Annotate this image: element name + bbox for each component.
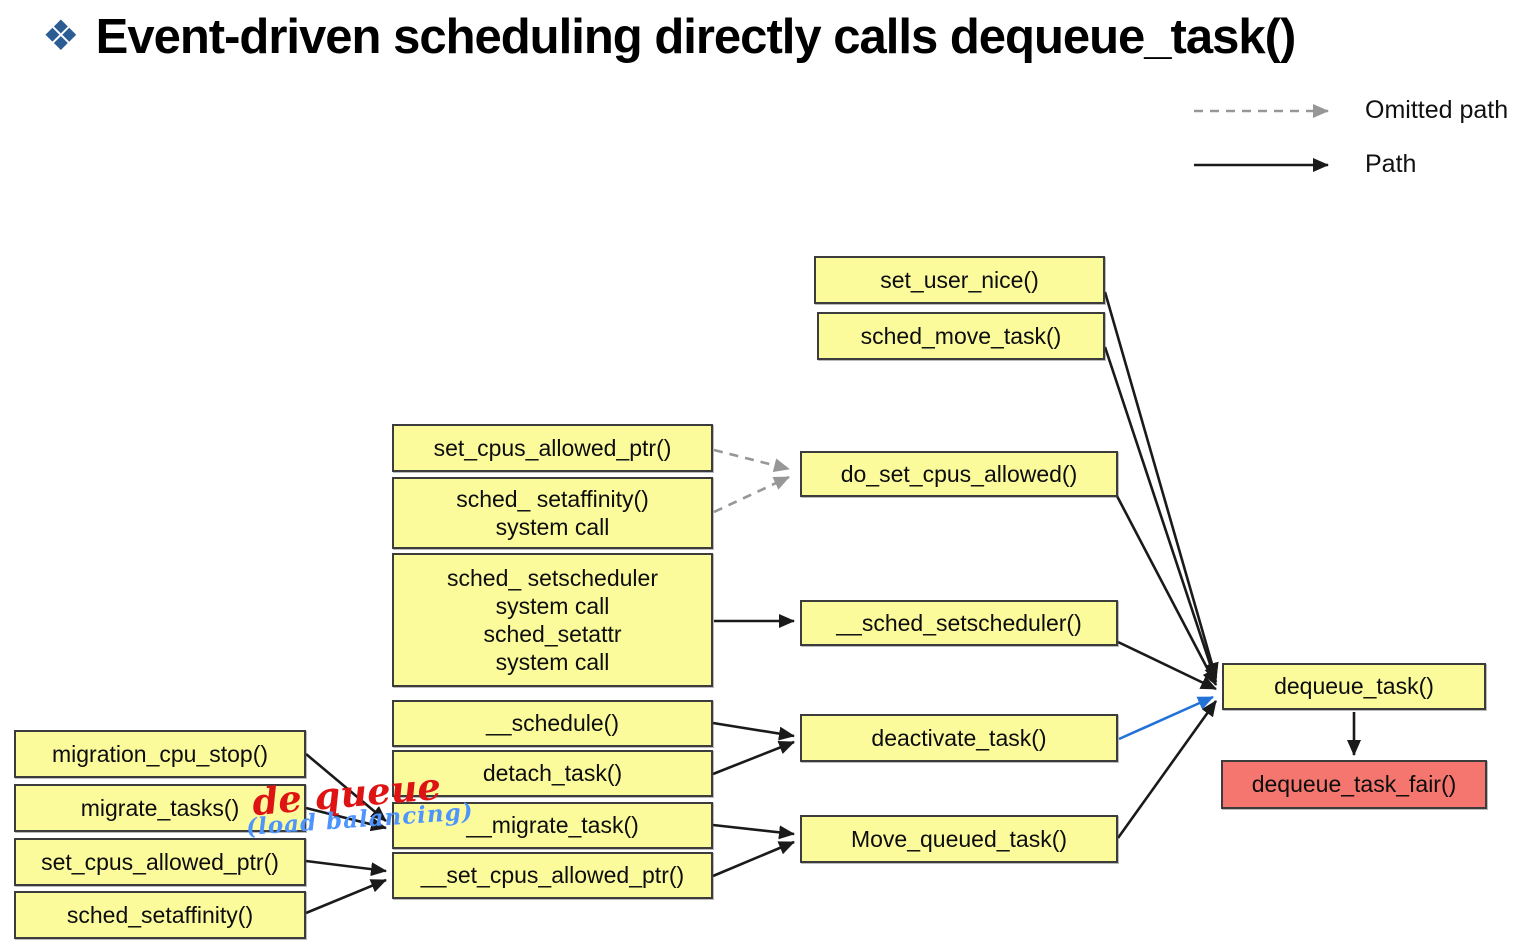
node-sched-setaffinity-syscall: sched_ setaffinity() system call: [392, 477, 713, 549]
edge-sched-setscheduler-to-dequeue-task: [1117, 640, 1217, 691]
edge-sched-setaffinity-left-to-inner: [305, 878, 387, 915]
node-set-cpus-allowed-ptr-mid: set_cpus_allowed_ptr(): [392, 424, 713, 472]
node-label: __sched_setscheduler(): [836, 609, 1082, 636]
node-label: Move_queued_task(): [850, 825, 1068, 852]
node-label: migration_cpu_stop(): [51, 740, 269, 767]
title-text: Event-driven scheduling directly calls d…: [95, 10, 1297, 64]
node-set-user-nice: set_user_nice(): [814, 256, 1105, 304]
edge-set-cpus-allowed-ptr-left-to-inner: [305, 859, 387, 877]
node-label: do_set_cpus_allowed(): [840, 460, 1078, 487]
edge-schedule-to-deactivate-task: [712, 721, 795, 741]
node-label: __migrate_task(): [466, 812, 639, 839]
node-detach-task: detach_task(): [392, 750, 713, 797]
solid-arrow-icon: [1194, 157, 1329, 172]
node-label: set_cpus_allowed_ptr(): [41, 848, 279, 875]
edge-do-set-cpus-allowed-to-dequeue-task: [1115, 495, 1218, 686]
node-label: dequeue_task_fair(): [1251, 771, 1457, 798]
node-sched-setscheduler-syscall: sched_ setscheduler system call sched_se…: [392, 553, 713, 687]
edge-set-user-nice-to-dequeue-task: [1103, 291, 1219, 679]
edge-move-queued-task-to-dequeue-task: [1116, 700, 1218, 839]
node-set-cpus-allowed-ptr-inner: __set_cpus_allowed_ptr(): [392, 852, 713, 899]
node-dequeue-task-fair: dequeue_task_fair(): [1221, 760, 1487, 809]
edge-set-cpus-allowed-ptr-inner-to-move-queued-task: [712, 840, 795, 878]
node-label: set_cpus_allowed_ptr(): [433, 434, 672, 461]
node-label: sched_setaffinity(): [66, 901, 254, 928]
node-set-cpus-allowed-ptr-left: set_cpus_allowed_ptr(): [14, 838, 306, 886]
node-label: __set_cpus_allowed_ptr(): [420, 862, 685, 889]
legend-omitted-path: Omitted path: [1192, 96, 1508, 125]
node-label: sched_move_task(): [860, 322, 1062, 349]
node-migrate-tasks: migrate_tasks(): [14, 784, 306, 832]
node-label: migrate_tasks(): [80, 794, 240, 821]
node-schedule: __schedule(): [392, 700, 713, 747]
edge-detach-task-to-deactivate-task: [712, 740, 795, 776]
node-sched-setscheduler-inner: __sched_setscheduler(): [800, 600, 1118, 646]
node-label: set_user_nice(): [880, 266, 1039, 293]
diamond-bullet-icon: ❖: [42, 12, 80, 59]
node-sched-move-task: sched_move_task(): [817, 312, 1105, 360]
node-sched-setaffinity-left: sched_setaffinity(): [14, 891, 306, 939]
node-label: sched_ setaffinity() system call: [456, 485, 649, 540]
dashed-arrow-icon: [1194, 103, 1329, 118]
node-move-queued-task: Move_queued_task(): [800, 815, 1118, 863]
edge-migrate-task-to-move-queued-task: [712, 823, 795, 840]
edge-omitted-setaffinity-syscall-to-do-set: [713, 475, 790, 514]
edge-sched-move-task-to-dequeue-task: [1103, 346, 1218, 683]
node-deactivate-task: deactivate_task(): [800, 714, 1118, 762]
legend-path: Path: [1192, 150, 1416, 179]
node-label: deactivate_task(): [871, 724, 1047, 751]
node-label: sched_ setscheduler system call sched_se…: [447, 564, 658, 676]
node-label: detach_task(): [482, 760, 623, 787]
page-title: ❖ Event-driven scheduling directly calls…: [42, 8, 1297, 66]
node-label: dequeue_task(): [1274, 673, 1434, 700]
edge-omitted-set-cpus-allowed-ptr-to-do-set: [713, 448, 790, 473]
legend-path-label: Path: [1365, 150, 1417, 178]
node-migrate-task: __migrate_task(): [392, 802, 713, 849]
node-do-set-cpus-allowed: do_set_cpus_allowed(): [800, 451, 1118, 497]
legend-omitted-label: Omitted path: [1365, 96, 1509, 124]
node-dequeue-task: dequeue_task(): [1222, 663, 1486, 710]
node-migration-cpu-stop: migration_cpu_stop(): [14, 730, 306, 778]
edge-deactivate-task-to-dequeue-task-blue: [1118, 695, 1214, 741]
node-label: __schedule(): [486, 710, 619, 737]
